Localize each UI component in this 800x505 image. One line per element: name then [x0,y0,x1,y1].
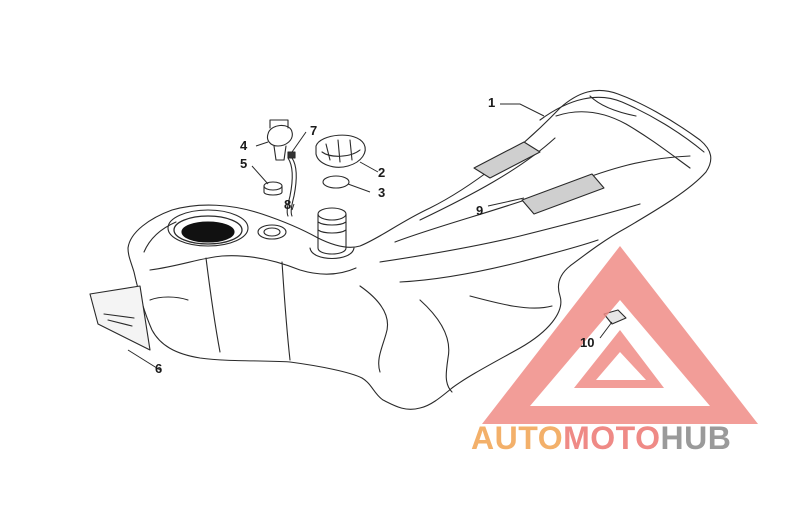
callout-5: 5 [240,156,248,171]
leader-10 [599,321,613,339]
o-ring [322,175,350,189]
callout-3: 3 [378,185,386,200]
leader-4 [255,141,269,147]
tank-filler-opening [173,215,243,245]
watermark-auto: AUTO [471,420,564,456]
tank-ridge-line [539,96,705,153]
tank-port [257,224,287,240]
leader-6 [127,349,161,371]
watermark-hub: HUB [660,420,732,456]
decal-front [473,141,541,179]
leader-8 [291,203,295,211]
callout-2: 2 [378,165,386,180]
warning-label [89,285,151,351]
filler-neck [309,207,355,259]
callout-10: 10 [580,335,595,350]
hose-clamp [287,151,296,159]
pump-connector [266,119,293,161]
vent-hose [290,157,297,217]
callout-9: 9 [476,203,484,218]
leader-9 [487,197,525,207]
callout-7: 7 [310,123,318,138]
watermark-triangle [482,246,758,424]
watermark-logo: AUTOMOTOHUB [471,420,731,457]
callout-6: 6 [155,361,163,376]
leader-3 [347,183,371,193]
decal-rear [521,173,605,215]
leader-2 [359,161,379,173]
watermark-moto: MOTO [563,420,661,456]
callout-8: 8 [284,197,292,212]
callout-4: 4 [240,138,248,153]
callout-1: 1 [488,95,496,110]
leader-1 [500,103,545,117]
fuel-cap [315,134,366,168]
fuel-tank-outline [127,89,712,410]
leader-5 [251,165,269,185]
leader-7 [291,131,307,153]
tank-rear-inner [555,111,691,169]
pad-block [603,309,627,325]
grommet [263,181,283,196]
